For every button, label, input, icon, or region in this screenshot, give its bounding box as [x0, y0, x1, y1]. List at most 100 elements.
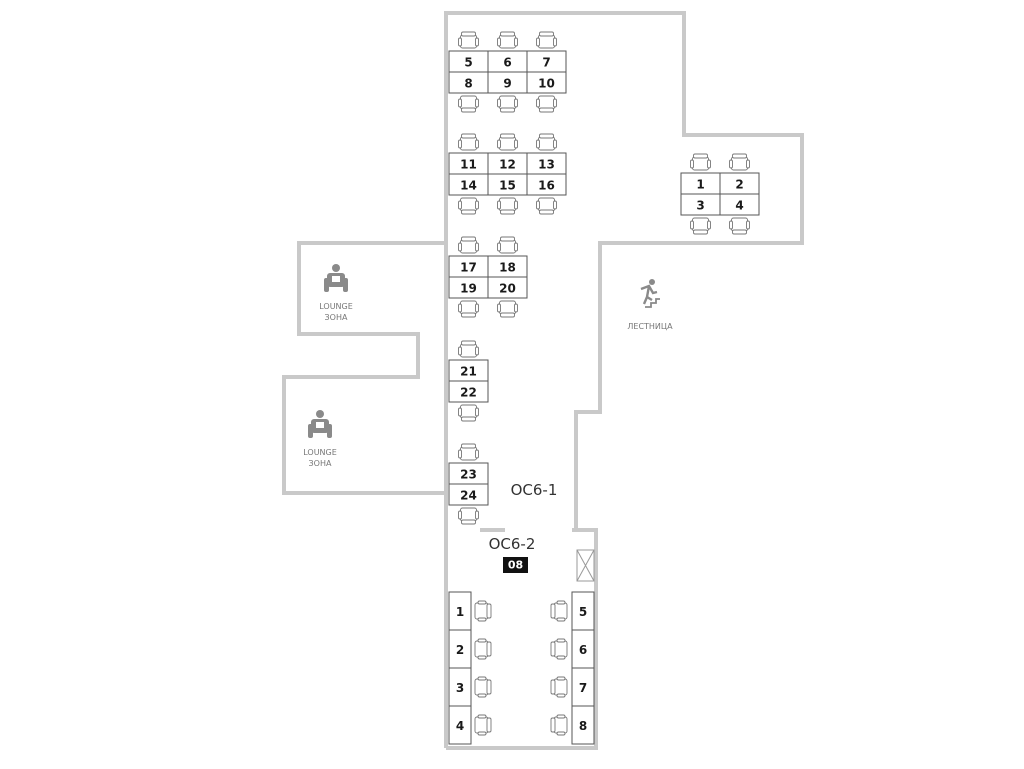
chair-icon	[458, 507, 479, 525]
chair-icon	[474, 714, 492, 736]
chair-icon	[536, 31, 557, 49]
desk[interactable]: 19	[448, 276, 489, 299]
desk[interactable]: 23	[448, 462, 489, 485]
wall-lounge	[282, 241, 446, 495]
chair-icon	[690, 217, 711, 235]
room-label-oc6-1: ОС6-1	[511, 481, 558, 499]
chair-icon	[458, 31, 479, 49]
desk-number: 5	[464, 56, 472, 70]
chair-icon	[474, 676, 492, 698]
chair-icon	[458, 340, 479, 358]
desk-number: 10	[538, 77, 555, 91]
chair-icon	[550, 714, 568, 736]
desk[interactable]: 13	[526, 152, 567, 175]
chair-icon	[536, 197, 557, 215]
desk[interactable]: 12	[487, 152, 528, 175]
desk[interactable]: 11	[448, 152, 489, 175]
desk-number: 24	[460, 489, 477, 503]
desk[interactable]: 16	[526, 173, 567, 196]
desk[interactable]: 6	[571, 629, 595, 669]
desk[interactable]: 3	[448, 667, 472, 707]
chair-icon	[458, 300, 479, 318]
desk[interactable]: 8	[448, 71, 489, 94]
desk[interactable]: 4	[448, 705, 472, 745]
chair-icon	[550, 638, 568, 660]
desk[interactable]: 6	[487, 50, 528, 73]
chair-icon	[729, 217, 750, 235]
chair-icon	[550, 600, 568, 622]
desk-number: 16	[538, 179, 555, 193]
shaft-icon	[576, 549, 595, 582]
chair-icon	[458, 404, 479, 422]
desk-number: 15	[499, 179, 516, 193]
chair-icon	[497, 197, 518, 215]
desk[interactable]: 8	[571, 705, 595, 745]
desk[interactable]: 5	[571, 591, 595, 631]
desk-number: 23	[460, 468, 477, 482]
desk[interactable]: 17	[448, 255, 489, 278]
lounge-chair-person-icon	[324, 264, 348, 292]
desk[interactable]: 14	[448, 173, 489, 196]
desk-number: 3	[696, 199, 704, 213]
desk[interactable]: 15	[487, 173, 528, 196]
chair-icon	[690, 153, 711, 171]
desk[interactable]: 7	[571, 667, 595, 707]
desk-number: 22	[460, 386, 477, 400]
desk[interactable]: 18	[487, 255, 528, 278]
room-badge-number: 08	[508, 559, 523, 572]
desk[interactable]: 9	[487, 71, 528, 94]
desk-number: 8	[464, 77, 472, 91]
chair-icon	[497, 236, 518, 254]
desk-number: 3	[456, 681, 464, 695]
chair-icon	[458, 443, 479, 461]
desk[interactable]: 2	[719, 172, 760, 195]
desk-number: 2	[735, 178, 743, 192]
stairs-label: ЛЕСТНИЦА	[627, 322, 673, 331]
desk-number: 1	[696, 178, 704, 192]
desk-number: 18	[499, 261, 516, 275]
desk-number: 9	[503, 77, 511, 91]
desk[interactable]: 24	[448, 483, 489, 506]
desk-number: 7	[542, 56, 550, 70]
desk-number: 12	[499, 158, 516, 172]
wall-oc6-1	[444, 11, 804, 748]
desk[interactable]: 4	[719, 193, 760, 216]
chair-icon	[497, 31, 518, 49]
lounge-label: ЗОНА	[309, 459, 332, 468]
chair-icon	[497, 95, 518, 113]
desk-number: 4	[735, 199, 743, 213]
desk[interactable]: 22	[448, 380, 489, 403]
desk[interactable]: 1	[448, 591, 472, 631]
desk[interactable]: 1	[680, 172, 721, 195]
desk-number: 6	[503, 56, 511, 70]
desk[interactable]: 5	[448, 50, 489, 73]
desk-number: 21	[460, 365, 477, 379]
desk[interactable]: 7	[526, 50, 567, 73]
chair-icon	[729, 153, 750, 171]
desk[interactable]: 3	[680, 193, 721, 216]
desk-number: 19	[460, 282, 477, 296]
room-label-oc6-2: ОС6-2	[489, 535, 536, 553]
chair-icon	[458, 197, 479, 215]
desk-number: 17	[460, 261, 477, 275]
chair-icon	[474, 600, 492, 622]
lounge-label: ЗОНА	[325, 313, 348, 322]
chair-icon	[458, 236, 479, 254]
chair-icon	[497, 300, 518, 318]
chair-icon	[536, 95, 557, 113]
chair-icon	[474, 638, 492, 660]
desk[interactable]: 21	[448, 359, 489, 382]
desk-number: 8	[579, 719, 587, 733]
desk[interactable]: 10	[526, 71, 567, 94]
desk-number: 11	[460, 158, 477, 172]
chair-icon	[458, 95, 479, 113]
desk-number: 14	[460, 179, 477, 193]
desk-number: 1	[456, 605, 464, 619]
desk[interactable]: 2	[448, 629, 472, 669]
desk[interactable]: 20	[487, 276, 528, 299]
chair-icon	[497, 133, 518, 151]
desk-number: 6	[579, 643, 587, 657]
chair-icon	[550, 676, 568, 698]
stairs-person-icon	[640, 279, 660, 308]
